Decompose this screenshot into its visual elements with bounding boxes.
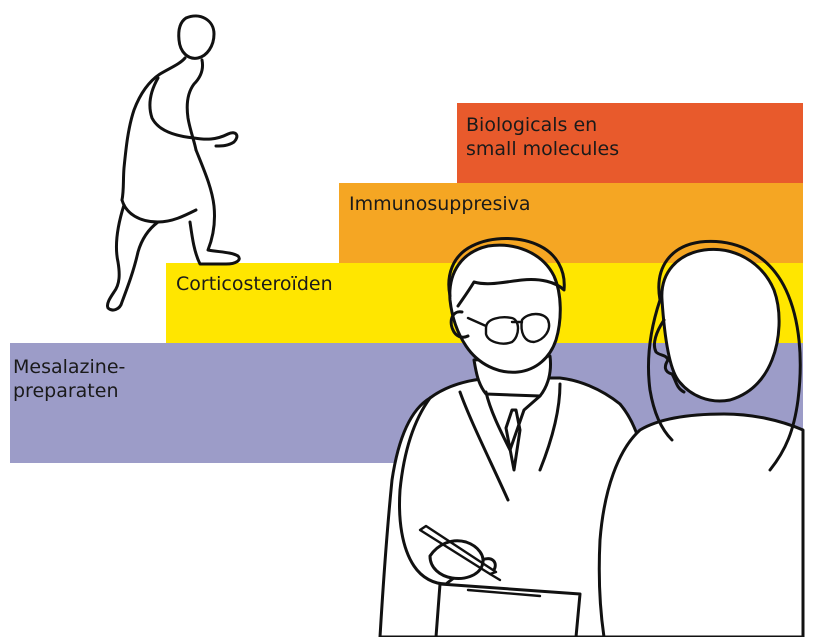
step-label-biologicals-line2: small molecules <box>466 138 619 160</box>
step-label-immunosuppresiva: Immunosuppresiva <box>349 193 531 215</box>
step-label-immunosuppresiva-line1: Immunosuppresiva <box>349 193 531 215</box>
clipboard-icon <box>436 584 580 637</box>
step-label-mesalazine-line2: preparaten <box>13 380 118 402</box>
step-label-biologicals-line1: Biologicals en <box>466 114 597 136</box>
step-label-mesalazine-line1: Mesalazine- <box>13 356 125 378</box>
step-label-corticosteroiden: Corticosteroïden <box>176 273 333 295</box>
step-label-corticosteroiden-line1: Corticosteroïden <box>176 273 333 295</box>
